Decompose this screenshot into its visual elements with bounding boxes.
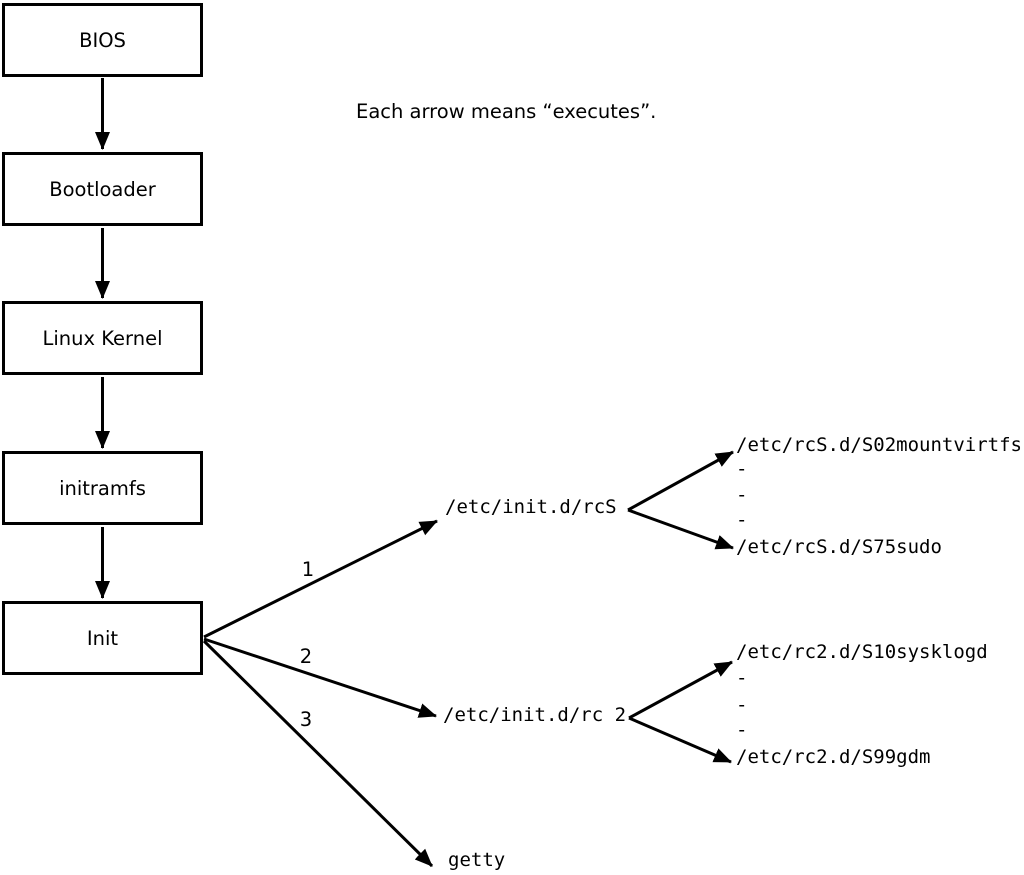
rc2-d-item: /etc/rc2.d/S99gdm: [736, 746, 931, 768]
node-bootloader: Bootloader: [2, 152, 203, 226]
branch-label-2: 2: [299, 645, 313, 668]
script-init-d-rc2: /etc/init.d/rc 2: [443, 704, 627, 726]
arrow-init-to-getty: [202, 639, 434, 868]
arrow-rc2-to-S10sysklogd: [628, 660, 733, 720]
node-init-label: Init: [86, 626, 119, 650]
arrow-rcS-to-S75sudo: [627, 508, 734, 550]
script-init-d-rcS: /etc/init.d/rcS: [445, 496, 617, 518]
node-init: Init: [2, 601, 203, 675]
node-bios-label: BIOS: [79, 28, 126, 52]
node-initramfs-label: initramfs: [59, 476, 146, 500]
diagram-caption: Each arrow means “executes”.: [356, 100, 657, 123]
node-bootloader-label: Bootloader: [49, 177, 156, 201]
node-bios: BIOS: [2, 3, 203, 77]
rcS-d-item-ellipsis: -: [736, 458, 748, 480]
rc2-d-item-ellipsis: -: [736, 667, 748, 689]
branch-label-3: 3: [299, 708, 313, 731]
arrow-init-to-rc2: [203, 637, 437, 718]
branch-label-1: 1: [301, 558, 315, 581]
rc2-d-item: /etc/rc2.d/S10sysklogd: [736, 641, 988, 663]
script-getty: getty: [448, 849, 506, 871]
arrow-init-to-rcS: [203, 519, 438, 639]
node-linux-kernel-label: Linux Kernel: [42, 326, 163, 350]
node-initramfs: initramfs: [2, 451, 203, 525]
arrow-rcS-to-S02mountvirtfs: [627, 450, 734, 512]
node-linux-kernel: Linux Kernel: [2, 301, 203, 375]
rcS-d-item: /etc/rcS.d/S02mountvirtfs: [736, 434, 1022, 456]
rcS-d-item: /etc/rcS.d/S75sudo: [736, 536, 942, 558]
rc2-d-item-ellipsis: -: [736, 694, 748, 716]
rcS-d-item-ellipsis: -: [736, 509, 748, 531]
rcS-d-item-ellipsis: -: [736, 484, 748, 506]
arrow-rc2-to-S99gdm: [628, 716, 732, 764]
rc2-d-item-ellipsis: -: [736, 719, 748, 741]
